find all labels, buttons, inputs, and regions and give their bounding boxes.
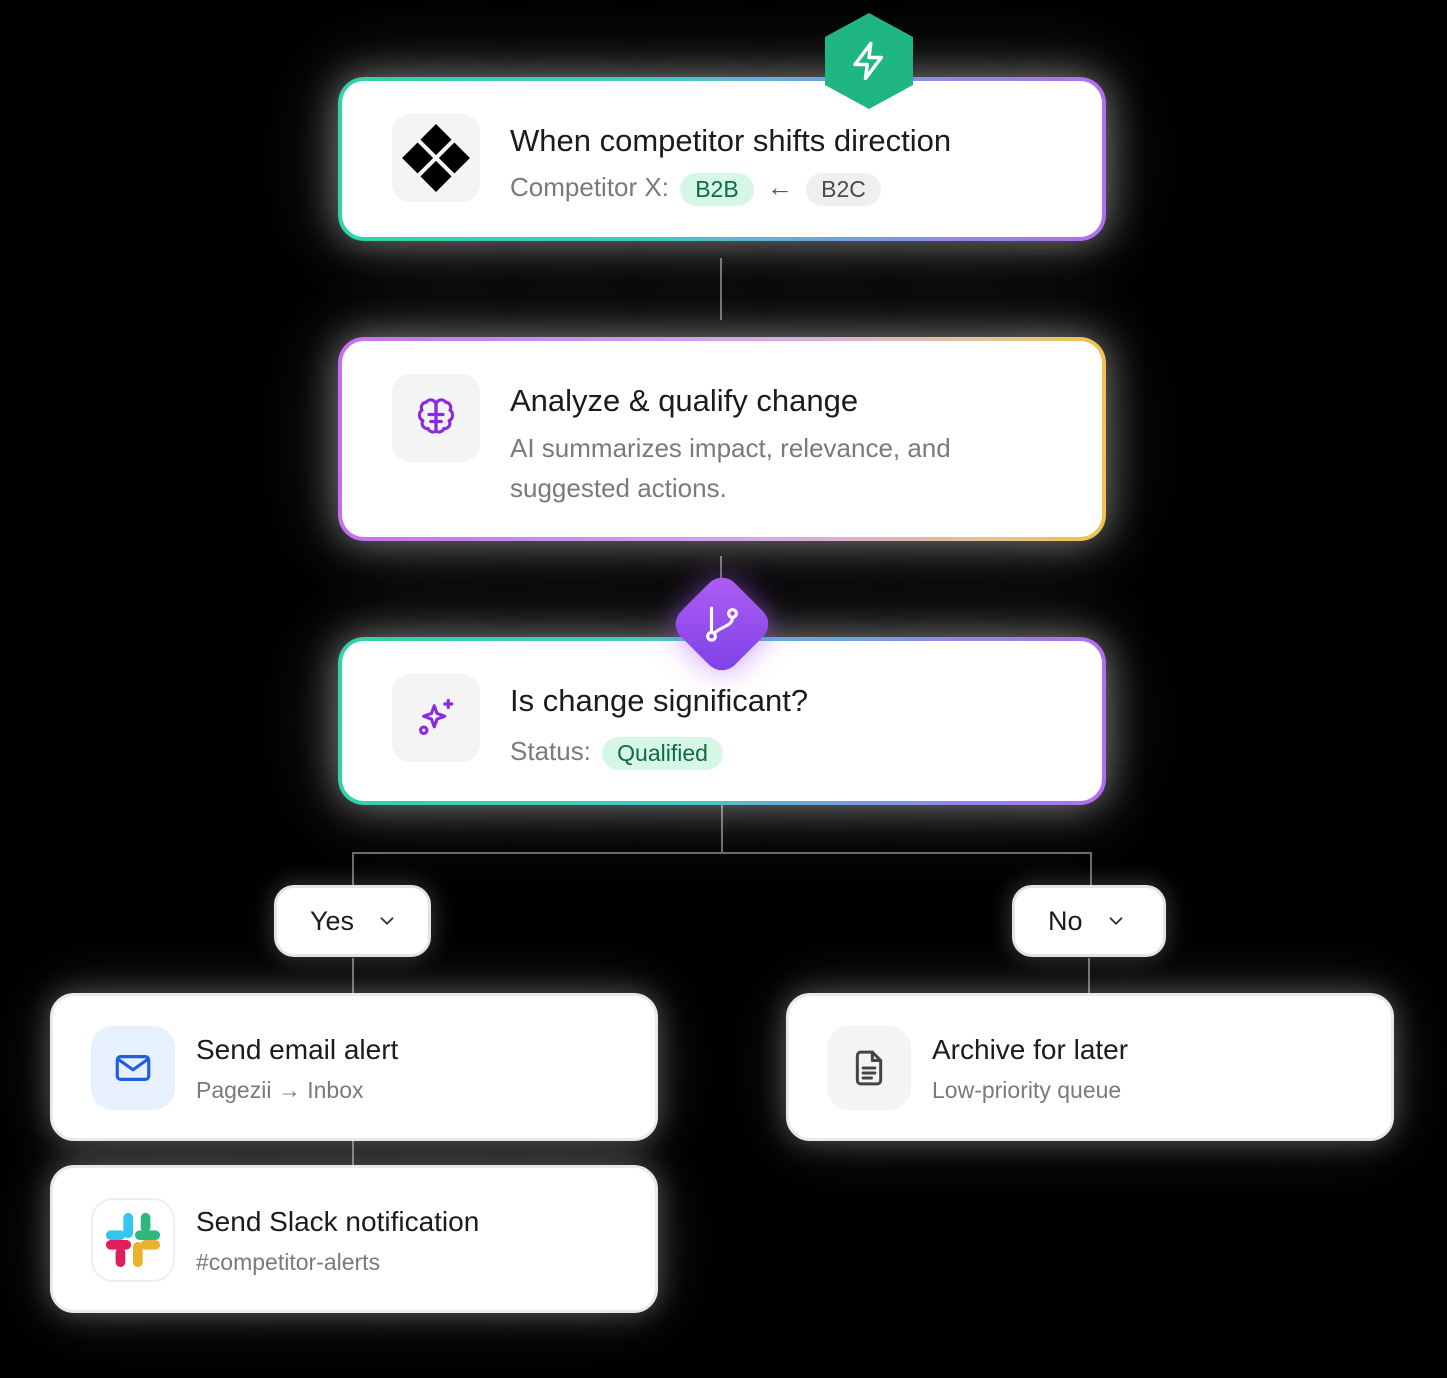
slack-action-card[interactable]: Send Slack notification #competitor-aler… — [50, 1165, 658, 1313]
no-label: No — [1048, 905, 1083, 936]
sparkles-icon — [392, 674, 480, 762]
condition-title: Is change significant? — [510, 683, 809, 718]
connector-split-left — [352, 852, 354, 886]
analyze-title: Analyze & qualify change — [510, 383, 859, 418]
connector-condition-split — [721, 804, 723, 854]
document-icon — [827, 1026, 911, 1110]
yes-label: Yes — [310, 905, 355, 936]
competitor-label: Competitor X: — [510, 172, 669, 202]
archive-title: Archive for later — [932, 1034, 1129, 1065]
no-branch-dropdown[interactable]: No — [1012, 885, 1166, 957]
connector-trigger-analyze — [720, 258, 722, 320]
chip-to: B2C — [806, 172, 881, 206]
connector-split-right — [1090, 852, 1092, 886]
connector-email-slack — [352, 1140, 354, 1166]
slack-title: Send Slack notification — [196, 1206, 480, 1237]
connector-analyze-condition — [720, 556, 722, 586]
slack-icon — [91, 1198, 175, 1282]
archive-action-card[interactable]: Archive for later Low-priority queue — [786, 993, 1394, 1141]
bolt-icon — [825, 13, 913, 109]
git-branch-icon — [668, 570, 776, 678]
trigger-card[interactable]: When competitor shifts direction Competi… — [338, 77, 1106, 241]
connector-yes-email — [352, 958, 354, 994]
direction-arrow: ← — [766, 172, 793, 202]
connector-split-horizontal — [352, 852, 1092, 854]
email-action-card[interactable]: Send email alert Pagezii → Inbox — [50, 993, 658, 1141]
trigger-title: When competitor shifts direction — [510, 123, 952, 158]
analyze-subtitle-line2: suggested actions. — [510, 473, 727, 503]
status-label: Status: — [510, 736, 591, 766]
status-badge: Qualified — [602, 736, 723, 770]
chip-from: B2B — [680, 172, 754, 206]
chevron-down-icon — [380, 917, 394, 926]
yes-branch-dropdown[interactable]: Yes — [274, 885, 431, 957]
connector-no-archive — [1088, 958, 1090, 994]
archive-subtitle: Low-priority queue — [932, 1077, 1122, 1103]
analyze-subtitle-line1: AI summarizes impact, relevance, and — [510, 433, 951, 463]
slack-subtitle: #competitor-alerts — [196, 1249, 381, 1275]
chevron-down-icon — [1109, 917, 1122, 926]
mail-icon — [91, 1026, 175, 1110]
email-subtitle: Pagezii → Inbox — [196, 1077, 364, 1103]
brain-icon — [392, 374, 480, 462]
trigger-subtitle: Competitor X: B2B ← B2C — [510, 172, 881, 206]
email-title: Send email alert — [196, 1034, 399, 1065]
condition-card[interactable]: Is change significant? Status: Qualified — [338, 637, 1106, 805]
diamond-logo-icon — [392, 114, 480, 202]
condition-status: Status: Qualified — [510, 736, 723, 770]
analyze-card[interactable]: Analyze & qualify change AI summarizes i… — [338, 337, 1106, 541]
